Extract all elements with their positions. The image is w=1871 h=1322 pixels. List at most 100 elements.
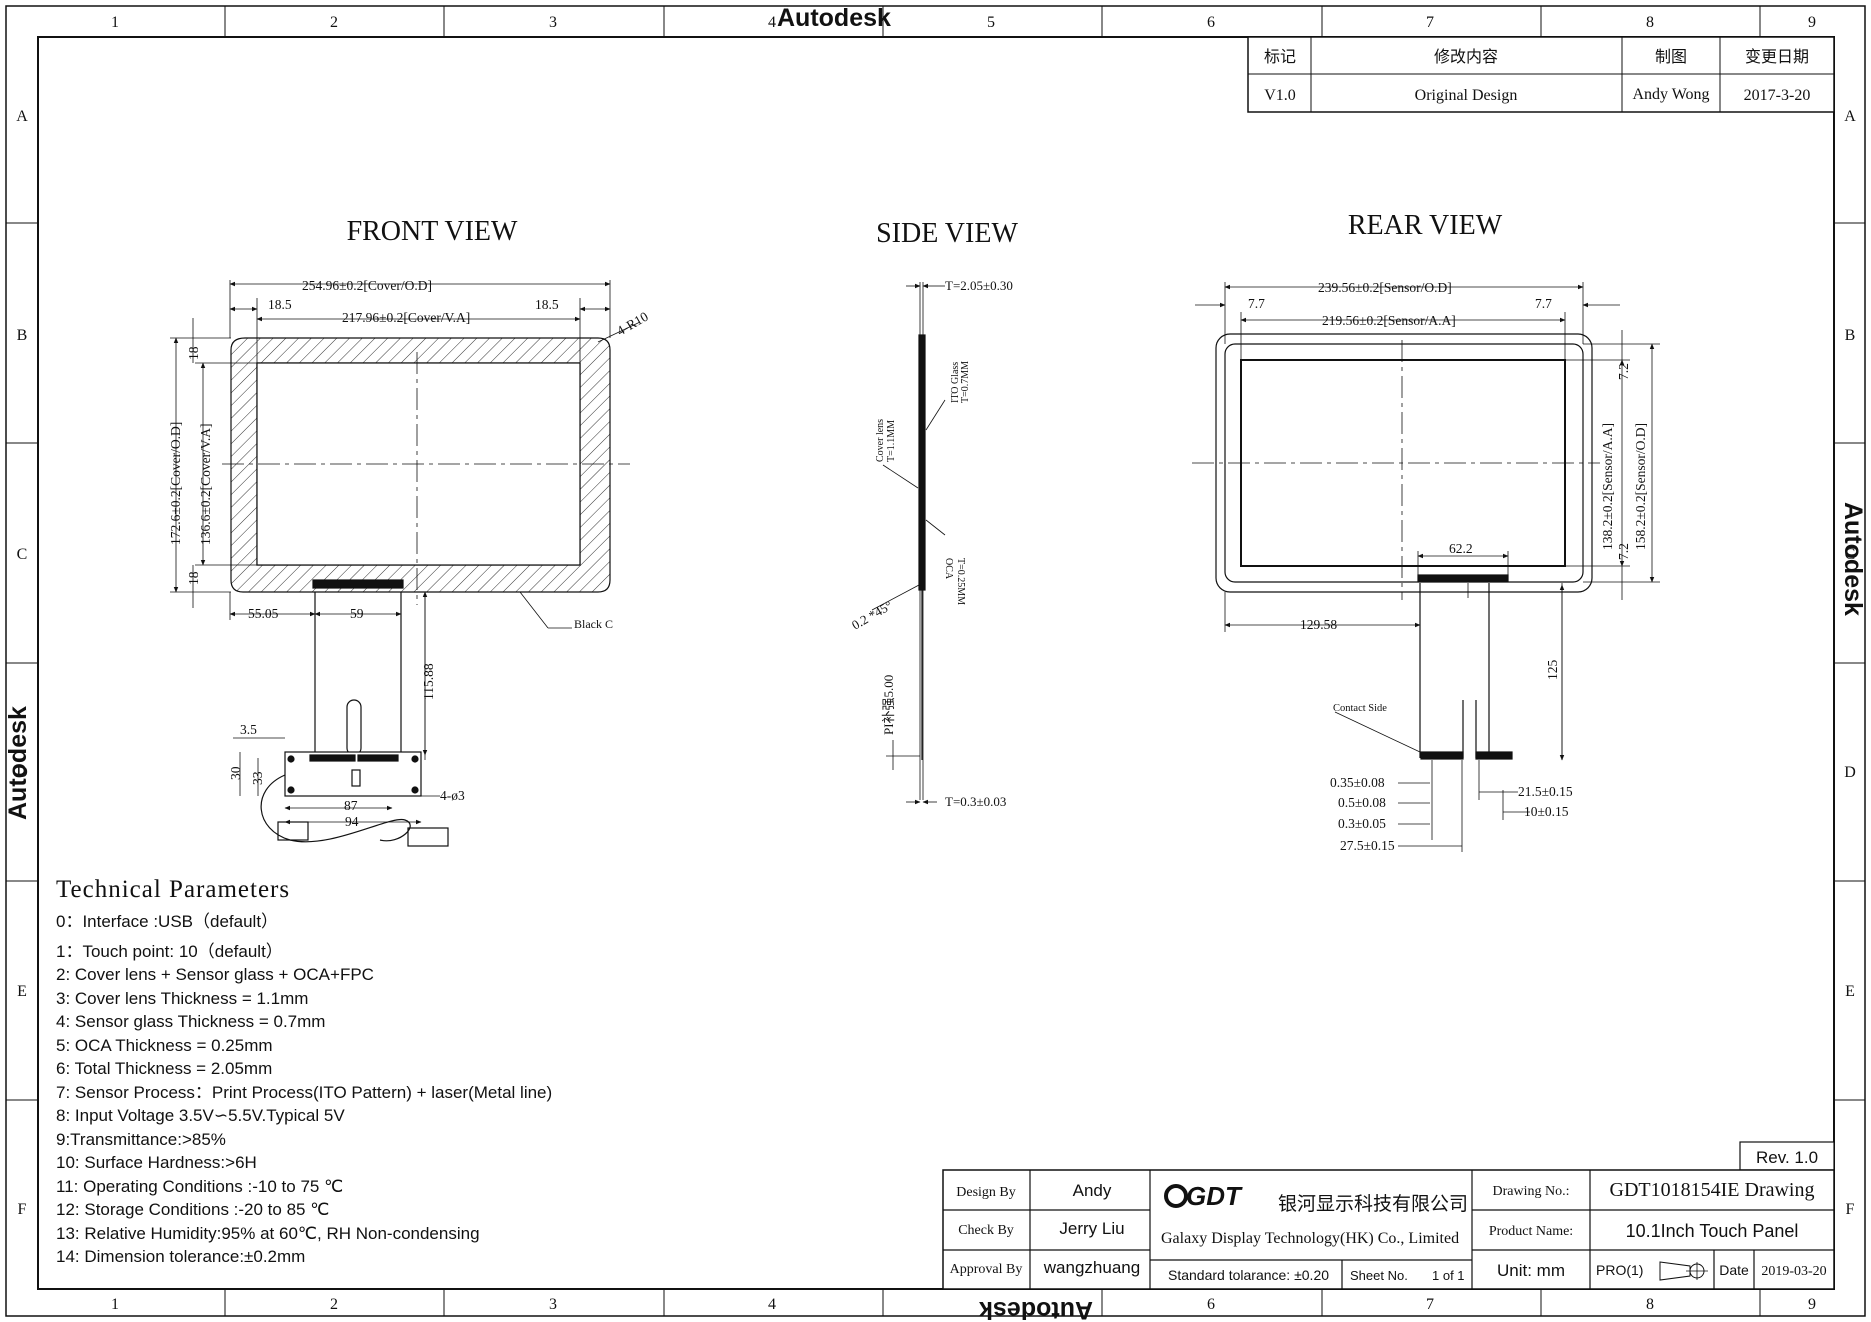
watermark-right: Autodesk	[1839, 502, 1867, 616]
dim-rear-fpc-width: 62.2	[1449, 541, 1473, 556]
sheet-value: 1 of 1	[1432, 1268, 1465, 1283]
col-label: 9	[1808, 1296, 1816, 1313]
rev-content: Original Design	[1415, 87, 1518, 104]
side-view: SIDE VIEW	[871, 218, 1018, 805]
rev-header-drafter: 制图	[1655, 48, 1687, 66]
front-view: FRONT VIEW	[170, 216, 641, 847]
projection-label: PRO(1)	[1596, 1262, 1643, 1278]
tech-param-item: 14: Dimension tolerance:±0.2mm	[56, 1247, 306, 1266]
tech-param-item: 10: Surface Hardness:>6H	[56, 1153, 257, 1172]
col-label: 1	[111, 1296, 119, 1313]
dim-pcb-h2: 33	[250, 771, 265, 785]
dim-fpc-thickness: T=0.3±0.03	[945, 794, 1006, 809]
label-pi-stiffener: PI补强5.00	[881, 675, 896, 735]
check-by-label: Check By	[958, 1223, 1014, 1238]
rev-number: Rev. 1.0	[1756, 1148, 1818, 1167]
tech-param-item: 12: Storage Conditions :-20 to 85 ℃	[56, 1200, 330, 1219]
front-view-title: FRONT VIEW	[347, 216, 518, 247]
grid-ticks	[6, 6, 1865, 1316]
dim-pcb-w1: 3.5	[240, 722, 257, 737]
watermark-left: Autodesk	[4, 706, 32, 820]
dim-rear-top-margin: 7.2	[1616, 363, 1631, 380]
dim-cover-od-height: 172.6±0.2[Cover/O.D]	[168, 422, 183, 545]
dim-chamfer: 0.2 *45°	[849, 598, 895, 633]
rear-view: REAR VIEW	[1192, 210, 1660, 852]
dim-pcb-w3: 94	[345, 814, 359, 829]
tech-param-item: 6: Total Thickness = 2.05mm	[56, 1059, 273, 1078]
unit-value: Unit: mm	[1497, 1261, 1565, 1280]
product-name-value: 10.1Inch Touch Panel	[1626, 1221, 1799, 1241]
dim-holes: 4-ø3	[440, 788, 465, 803]
title-block	[942, 1141, 1835, 1290]
title-block-text: Rev. 1.0 Design By Andy Check By Jerry L…	[950, 1148, 1827, 1283]
standard-tolerance: Standard tolarance: ±0.20	[1168, 1267, 1329, 1283]
label-ito-thickness: T=0.7MM	[960, 361, 971, 403]
check-by-value: Jerry Liu	[1059, 1219, 1124, 1238]
dim-cover-va-width: 217.96±0.2[Cover/V.A]	[342, 310, 470, 325]
rear-view-title: REAR VIEW	[1348, 210, 1503, 241]
dim-pin-1: 0.35±0.08	[1330, 775, 1385, 790]
col-label: 6	[1207, 14, 1215, 31]
dim-rear-right-margin: 7.7	[1535, 296, 1552, 311]
watermark-top: Autodesk	[777, 4, 891, 32]
col-label: 4	[768, 14, 776, 31]
col-label: 3	[549, 1296, 557, 1313]
rev-header-date: 变更日期	[1745, 48, 1809, 66]
label-contact-side: Contact Side	[1333, 703, 1387, 714]
dim-sensor-aa-height: 138.2±0.2[Sensor/A.A]	[1600, 423, 1615, 550]
row-label: B	[17, 327, 28, 344]
dim-fpc-length: 115.88	[421, 663, 436, 700]
rev-header-content: 修改内容	[1434, 48, 1498, 66]
row-label: F	[18, 1201, 27, 1218]
col-label: 2	[330, 1296, 338, 1313]
drawing-no-label: Drawing No.:	[1493, 1184, 1570, 1199]
tech-param-item: 8: Input Voltage 3.5V∽5.5V.Typical 5V	[56, 1106, 345, 1125]
dim-sensor-od-width: 239.56±0.2[Sensor/O.D]	[1318, 280, 1452, 295]
revision-table: 标记 修改内容 制图 变更日期 V1.0 Original Design And…	[1247, 36, 1835, 113]
design-by-label: Design By	[956, 1185, 1016, 1200]
col-label: 7	[1426, 1296, 1434, 1313]
rev-date: 2017-3-20	[1744, 87, 1811, 104]
company-name-en: Galaxy Display Technology(HK) Co., Limit…	[1161, 1230, 1459, 1247]
row-label: E	[17, 983, 27, 1000]
dim-total-thickness: T=2.05±0.30	[945, 278, 1013, 293]
row-label: E	[1845, 983, 1855, 1000]
tech-param-item: 11: Operating Conditions :-10 to 75 ℃	[56, 1176, 344, 1196]
tech-param-item: 7: Sensor Process：Print Process(ITO Patt…	[56, 1082, 553, 1102]
rear-view-dims: 239.56±0.2[Sensor/O.D] 7.7 7.7 219.56±0.…	[1248, 280, 1648, 853]
dim-cover-va-height: 136.6±0.2[Cover/V.A]	[198, 423, 213, 545]
dim-rear-bottom-margin: 7.2	[1616, 543, 1631, 560]
tech-param-item: 13: Relative Humidity:95% at 60℃, RH Non…	[56, 1223, 480, 1243]
dim-tail-2: 10±0.15	[1524, 804, 1569, 819]
approval-by-value: wangzhuang	[1043, 1258, 1140, 1277]
dim-bottom-margin: 18	[186, 571, 201, 585]
watermark-bottom: Autodesk	[979, 1296, 1093, 1322]
front-view-dims: 254.96±0.2[Cover/O.D] 18.5 18.5 217.96±0…	[168, 278, 651, 829]
dim-tail-1: 21.5±0.15	[1518, 784, 1573, 799]
watermark: Autodesk Autodesk Autodesk Autodesk	[4, 4, 1867, 1322]
col-label: 5	[987, 14, 995, 31]
outer-frame	[5, 5, 1866, 1317]
dim-rear-fpc-offset: 129.58	[1300, 617, 1337, 632]
approval-by-label: Approval By	[950, 1262, 1023, 1277]
row-label: D	[1844, 764, 1856, 781]
dim-radius: 4-R10	[614, 309, 651, 339]
label-oca: OCA	[943, 558, 954, 580]
company-name-cn: 银河显示科技有限公司	[1278, 1193, 1468, 1215]
gdt-logo-icon	[1164, 1184, 1188, 1208]
dim-pin-2: 0.5±0.08	[1338, 795, 1386, 810]
dim-right-margin: 18.5	[535, 297, 559, 312]
dim-fpc-offset: 55.05	[248, 606, 279, 621]
tech-param-item: 0：Interface :USB（default）	[56, 912, 279, 931]
dim-left-margin: 18.5	[268, 297, 292, 312]
rev-header-mark: 标记	[1264, 48, 1296, 66]
date-label: Date	[1719, 1262, 1749, 1278]
date-value: 2019-03-20	[1761, 1264, 1826, 1279]
tech-param-item: 5: OCA Thickness = 0.25mm	[56, 1035, 273, 1055]
dim-pcb-w2: 87	[344, 798, 358, 813]
dim-sensor-aa-width: 219.56±0.2[Sensor/A.A]	[1322, 313, 1456, 328]
side-view-title: SIDE VIEW	[876, 218, 1018, 249]
rev-version: V1.0	[1264, 87, 1296, 104]
dim-pcb-h1: 30	[228, 766, 243, 780]
row-label: C	[1845, 546, 1856, 563]
